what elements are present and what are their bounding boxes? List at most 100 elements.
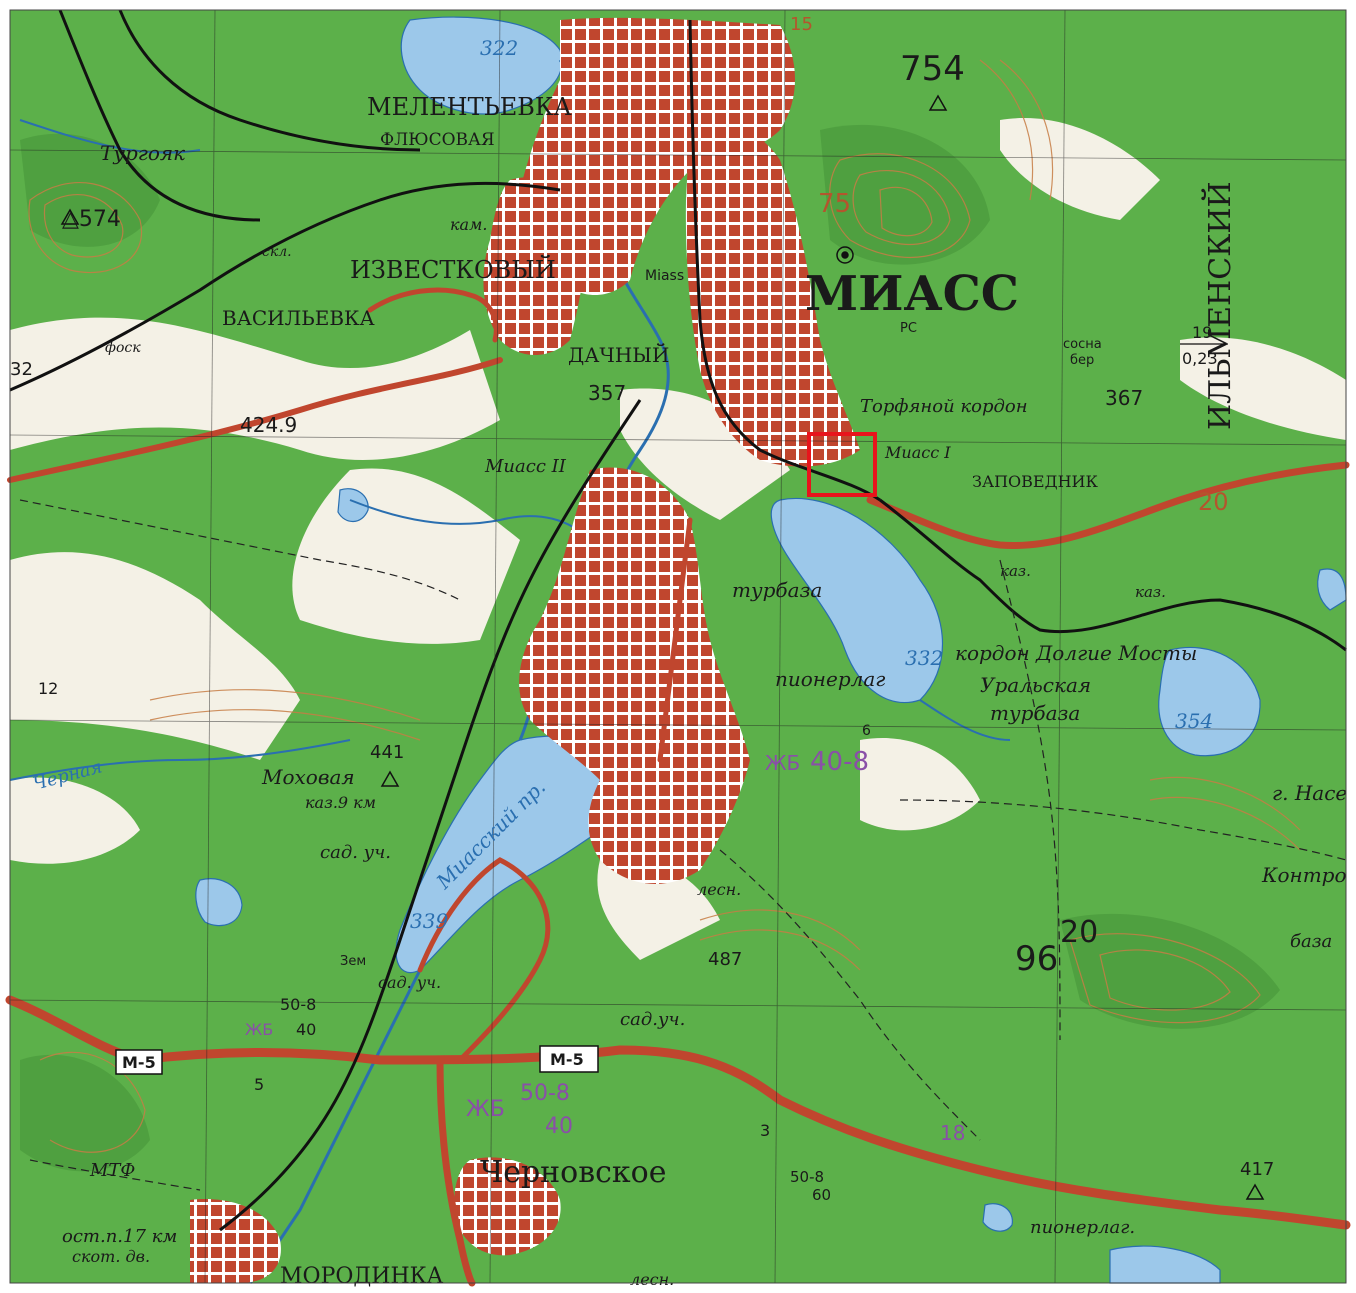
label-zem: Зем [340,954,366,969]
label-pionerlag: пионерлаг [775,667,885,691]
lake-se2 [982,1203,1013,1232]
elev-339: 339 [410,909,448,933]
label-skl: скл. [262,244,292,260]
urban-areas [190,17,860,1283]
elev-12: 12 [38,679,58,698]
triangulation-point-icon [928,94,948,111]
label-g-nase: г. Насе [1272,781,1347,805]
label-pionerlag-2: пионерлаг. [1030,1217,1135,1238]
elev-6: 6 [862,723,871,739]
miass-north [520,17,795,296]
elev-417: 417 [1240,1159,1274,1180]
label-sad-uch-2: сад.уч. [620,1009,685,1030]
highlight-box[interactable] [807,432,877,497]
label-miass: МИАСС [805,266,1019,322]
city-center-icon [836,246,854,264]
settlement-labels: МИАСС МЕЛЕНТЬЕВКА ФЛЮСОВАЯ ИЗВЕСТКОВЫЙ В… [31,93,1347,1289]
elev-322: 322 [480,36,518,60]
lake-small-nw [337,488,369,523]
label-miass-ii: Миасс II [484,456,567,477]
bridge-3-spec: 40-8 [810,747,869,777]
map-border [9,9,1347,1284]
bridge-1-spec: 50-8 [280,995,316,1014]
triangulation-point-icon [1245,1183,1265,1200]
label-ilmensky: ИЛЬМЕНСКИЙ [1201,181,1238,430]
main-roads [5,287,1351,1287]
label-morodinka: МОРОДИНКА [280,1264,444,1289]
elev-75: 75 [818,189,851,219]
elev-20a: 20 [1060,915,1098,950]
elev-367: 367 [1105,386,1143,410]
lake-north-322 [400,16,563,115]
bridge-3-type: ЖБ [765,751,800,775]
elev-354: 354 [1175,709,1213,733]
label-sosna: сосна [1063,337,1102,352]
triangulation-point-icon [60,208,80,225]
bridge-2-spec2: 40 [545,1114,573,1139]
map-symbols [60,94,1265,1200]
morodinka [190,1199,281,1283]
contour-lines [28,59,1301,1153]
miass-south [519,467,750,884]
elevation-labels: 754 △574 424.9 357 367 322 339 332 354 4… [10,14,1274,1180]
lake-small-w [195,878,243,927]
label-ps: РС [900,321,917,336]
elev-32: 32 [10,359,33,380]
label-zapovednik: ЗАПОВЕДНИК [972,472,1099,491]
bridge-4-spec: 50-8 [790,1168,824,1186]
shield-m5-west: М-5 [122,1053,156,1072]
elev-487: 487 [708,949,742,970]
label-skot-dv: скот. дв. [72,1247,150,1266]
label-mokhovaya: Моховая [261,765,355,789]
road-shields: М-5 М-5 [115,1045,599,1075]
label-uralskaya: Уральская [980,673,1091,697]
label-kaz-9km: каз.9 км [305,793,376,812]
elev-3: 3 [760,1121,770,1140]
triangulation-point-icon [380,770,400,787]
dense-forest [20,124,1280,1172]
label-kaz-1: каз. [1000,562,1031,580]
road-m5 [5,995,1351,1230]
lake-se [1109,1245,1221,1284]
label-melentyevka: МЕЛЕНТЬЕВКА [367,93,572,121]
label-baza: база [1290,931,1332,952]
bridge-2-spec: 50-8 [520,1081,570,1106]
bridge-2-type: ЖБ [466,1097,505,1122]
elev-754: 754 [900,49,965,89]
bridge-4-spec2: 60 [812,1186,831,1204]
miass-west [483,177,585,355]
label-turgoyak: Тургояк [100,141,185,165]
minor-roads [19,499,1347,1191]
elev-424: 424.9 [240,413,297,437]
label-izvestkovy: ИЗВЕСТКОВЫЙ [350,254,556,284]
label-kontro: Контро [1261,863,1347,887]
label-lesn-1: лесн. [697,880,741,899]
forest-stand-info: 19 0,23 [1180,323,1228,368]
label-kaz-2: каз. [1135,583,1166,601]
lake-far-e [1317,568,1347,611]
label-fosk: фоск [105,340,141,356]
elev-20b: 20 [1198,488,1229,516]
elev-357: 357 [588,381,626,405]
label-miass-i: Миасс I [884,443,951,462]
label-dachny: ДАЧНЫЙ [568,342,669,367]
svg-text:0,23: 0,23 [1182,349,1218,368]
elev-574: △574 [62,207,121,232]
label-turbaza: турбаза [990,701,1080,725]
label-chernovskoe: Черновское [480,1155,666,1190]
label-ber: бер [1070,353,1094,368]
miass-center [685,117,860,467]
label-flyusovaya: ФЛЮСОВАЯ [380,130,495,150]
bridge-labels: ЖБ 50-8 40 ЖБ 50-8 40 ЖБ 40-8 50-8 60 [245,747,869,1204]
elev-18: 18 [940,1121,965,1145]
elev-5: 5 [254,1075,264,1094]
label-kordon-dolgie-mosty: кордон Долгие Мосты [955,641,1197,665]
label-torfyanoy-kordon: Торфяной кордон [860,396,1028,417]
label-miass-small: Miass [645,268,684,284]
label-sad-uch-3: сад. уч. [378,973,441,992]
lake-ilmenskoe [770,498,944,704]
label-kam: кам. [450,215,487,234]
elev-332: 332 [905,646,943,670]
